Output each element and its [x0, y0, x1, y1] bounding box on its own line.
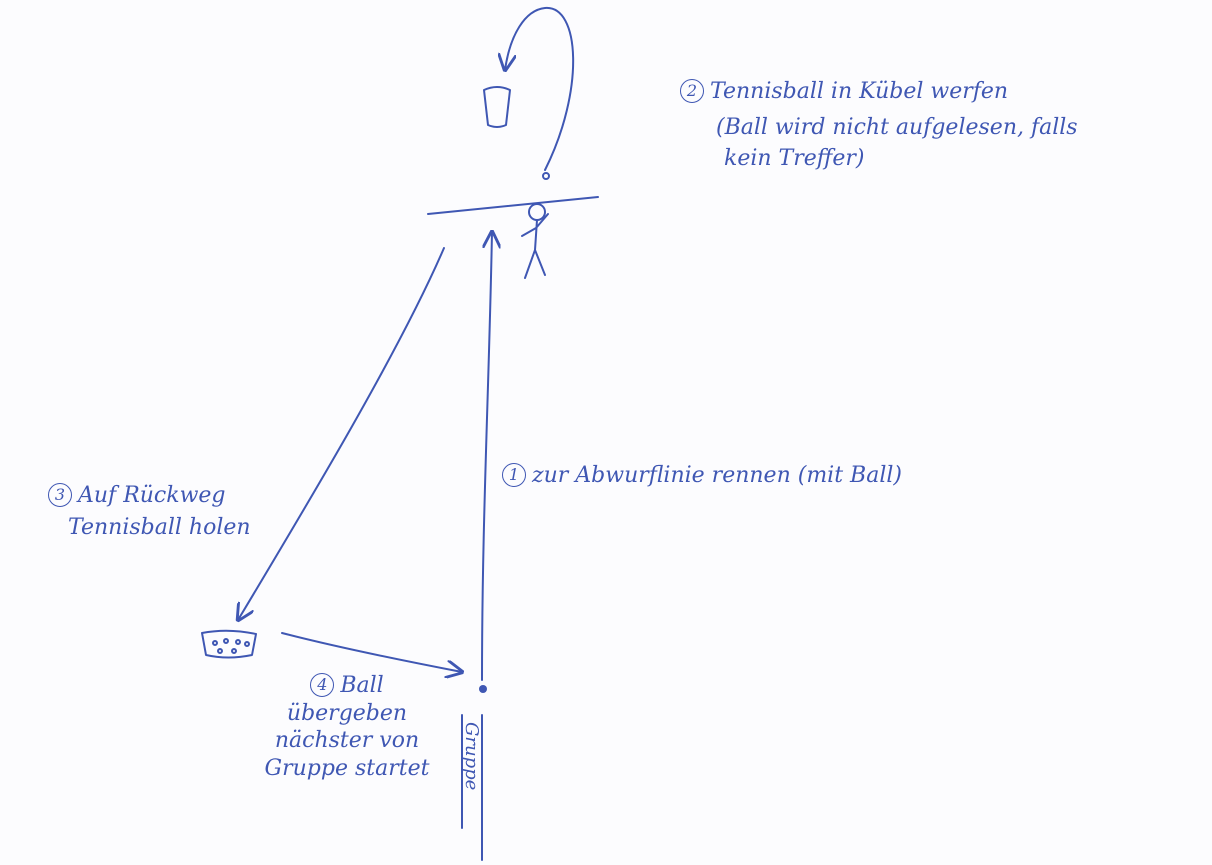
group-bracket — [461, 714, 483, 861]
step-4-line-1: Ball — [340, 673, 384, 698]
next-player-dot — [479, 685, 487, 693]
group-label: Gruppe — [461, 722, 482, 791]
throw-arc — [505, 6, 575, 171]
step-1-number: 1 — [502, 463, 526, 487]
step-2-line-3: kein Treffer) — [724, 146, 865, 171]
step-2-line-1: Tennisball in Kübel werfen — [710, 79, 1009, 104]
step-2-number: 2 — [680, 79, 704, 103]
ball-in-air — [542, 172, 550, 180]
ball-basket-icon — [201, 629, 257, 659]
step-4-line-3: nächster von — [274, 728, 420, 753]
handover-arrow — [281, 632, 462, 672]
step-1-text: zur Abwurflinie rennen (mit Ball) — [532, 463, 902, 488]
return-arrow — [238, 247, 445, 620]
step-4-line-2: übergeben — [286, 700, 408, 726]
step-2-line-2: (Ball wird nicht aufgelesen, falls — [716, 114, 1078, 140]
step-4-number: 4 — [310, 673, 335, 697]
throw-line — [427, 196, 599, 215]
step-3-number: 3 — [48, 483, 72, 507]
run-arrow — [481, 232, 492, 681]
bucket-icon — [483, 86, 511, 128]
step-3-line-2: Tennisball holen — [68, 514, 251, 540]
stick-figure-icon — [521, 203, 549, 279]
step-4-line-4: Gruppe startet — [264, 755, 430, 781]
step-3-line-1: Auf Rückweg — [78, 483, 226, 508]
